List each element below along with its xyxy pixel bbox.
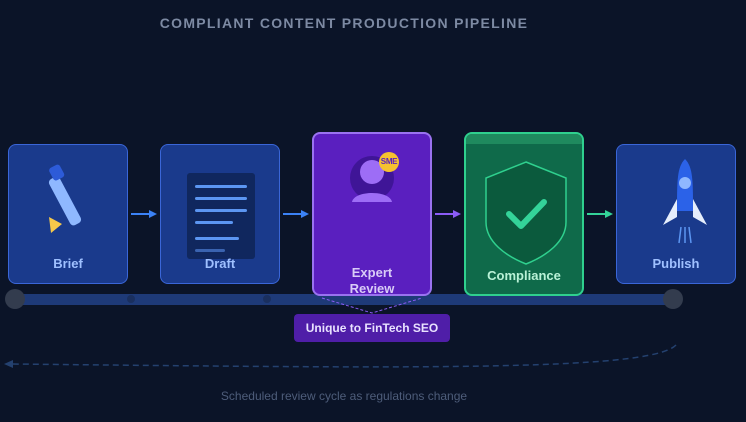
timeline-node-end xyxy=(663,289,683,309)
stage-compliance: Compliance xyxy=(464,132,584,296)
stage-label: Publish xyxy=(652,256,700,271)
stage-label: Brief xyxy=(53,256,83,271)
timeline-node xyxy=(263,295,271,303)
timeline-bar xyxy=(6,294,682,305)
arrow-expert-compliance-head xyxy=(453,210,461,218)
document-icon xyxy=(187,173,255,259)
page-title: COMPLIANT CONTENT PRODUCTION PIPELINE xyxy=(159,15,529,31)
shield-check-icon xyxy=(485,161,567,265)
review-cycle-note: Scheduled review cycle as regulations ch… xyxy=(220,389,468,403)
stage-expert-review: SME Expert Review xyxy=(312,132,432,296)
stage-label: Draft xyxy=(204,256,236,271)
review-cycle-arrow xyxy=(11,344,677,368)
timeline-node xyxy=(127,295,135,303)
stage-brief: Brief xyxy=(8,144,128,284)
sme-badge: SME xyxy=(379,152,399,172)
timeline-node-start xyxy=(5,289,25,309)
rocket-icon xyxy=(663,159,707,244)
stage-label: Compliance xyxy=(487,268,561,283)
stage-draft: Draft xyxy=(160,144,280,284)
arrow-brief-draft-head xyxy=(149,210,157,218)
arrow-compliance-publish-head xyxy=(605,210,613,218)
stage-publish: Publish xyxy=(616,144,736,284)
pen-icon xyxy=(48,164,82,233)
stage-label: Expert Review xyxy=(349,265,395,296)
expert-tag-connector xyxy=(321,297,423,314)
expert-review-tag: Unique to FinTech SEO xyxy=(294,314,450,342)
stage-header-band xyxy=(466,134,582,144)
arrow-draft-expert-head xyxy=(301,210,309,218)
review-cycle-arrowhead xyxy=(4,360,13,368)
